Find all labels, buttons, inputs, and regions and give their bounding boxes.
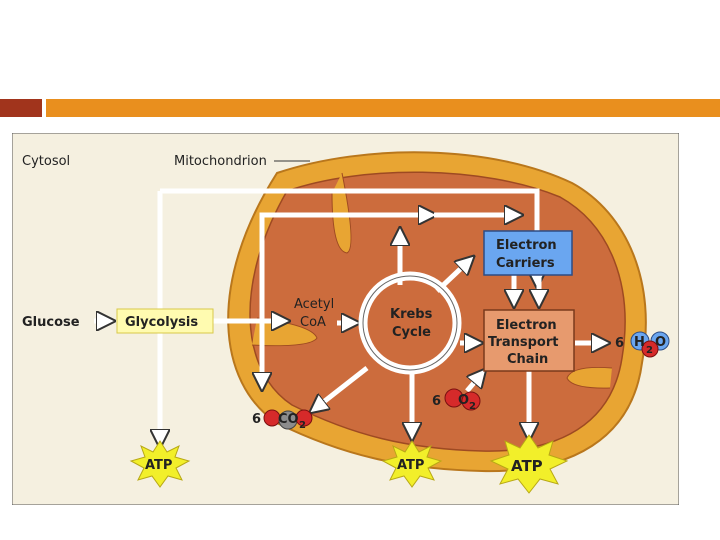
krebs-cycle-label-line1: Krebs [390, 307, 433, 322]
atp-burst-etc [489, 434, 569, 494]
co2-coefficient: 6 [252, 412, 261, 427]
electron-carriers-label-line1: Electron [496, 238, 557, 253]
atp-burst-glycolysis [129, 440, 191, 488]
etc-label-line2: Transport [488, 335, 558, 350]
glucose-label: Glucose [22, 315, 80, 330]
co2-label: CO [278, 412, 299, 427]
co2-oxygen-atom-2 [295, 409, 313, 427]
crista-fold-3 [566, 367, 613, 389]
cytosol-label: Cytosol [22, 154, 70, 169]
atp-label-glycolysis: ATP [145, 458, 172, 473]
electron-carriers-box [483, 230, 573, 276]
title-accent-bar-light [46, 99, 720, 117]
arrow-acetyl-carriers [259, 215, 434, 308]
electron-transport-chain-box [483, 309, 575, 372]
arrow-o2-etc [465, 371, 484, 393]
o2-label: O [458, 393, 469, 408]
acetyl-coa-label-line1: Acetyl [294, 297, 334, 312]
atp-label-etc: ATP [511, 457, 543, 475]
o2-atom-2 [461, 391, 481, 411]
o2-coefficient: 6 [432, 394, 441, 409]
arrow-krebs-co2 [312, 366, 369, 411]
h2o-coefficient: 6 [615, 336, 624, 351]
etc-label-line1: Electron [496, 318, 557, 333]
glycolysis-label: Glycolysis [125, 315, 198, 330]
co2-label-sub: 2 [299, 420, 306, 431]
electron-carriers-label-line2: Carriers [496, 256, 555, 271]
h2o-label-o: O [655, 335, 666, 350]
mitochondrion-label: Mitochondrion [174, 154, 267, 169]
o2-label-sub: 2 [469, 401, 476, 412]
glycolysis-box [116, 308, 214, 334]
krebs-cycle-ring-outline [362, 275, 458, 371]
acetyl-coa-label-line2: CoA [300, 315, 326, 330]
krebs-cycle-label-line2: Cycle [392, 325, 431, 340]
atp-label-krebs: ATP [397, 458, 424, 473]
h2o-label-sub: 2 [646, 345, 653, 356]
cellular-respiration-diagram: Cytosol Mitochondrion Glucose Glycolysis… [12, 133, 679, 505]
h2o-label-h: H [634, 335, 645, 350]
atp-burst-krebs [381, 440, 443, 488]
title-accent-bar-dark [0, 99, 42, 117]
etc-label-line3: Chain [507, 352, 548, 367]
h2o-oxygen-atom [641, 340, 659, 358]
